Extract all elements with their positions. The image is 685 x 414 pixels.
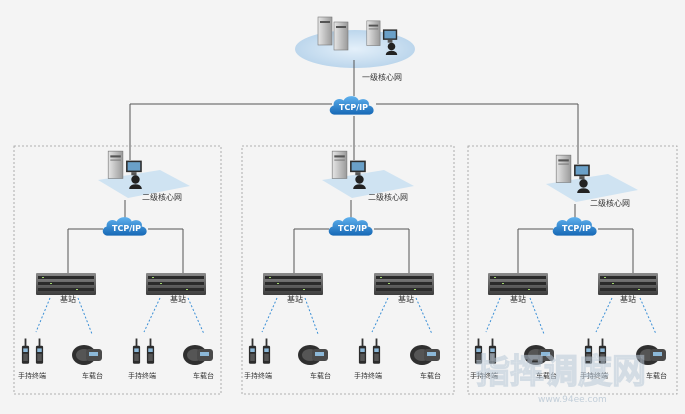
handheld-label: 手持终端 <box>470 371 498 380</box>
handheld-radio-icon <box>358 338 367 364</box>
vehicle-label: 车载台 <box>82 371 103 380</box>
region-cloud-label: TCP/IP <box>562 224 591 233</box>
vehicle-radio-icon <box>183 345 213 365</box>
handheld-label: 手持终端 <box>354 371 382 380</box>
base-station-icon <box>374 273 434 295</box>
base-station-icon <box>598 273 658 295</box>
base-station-icon <box>36 273 96 295</box>
base-station-icon <box>488 273 548 295</box>
handheld-radio-icon <box>35 338 44 364</box>
handheld-radio-icon <box>372 338 381 364</box>
base-station-label: 基站 <box>620 294 636 304</box>
secondary-core-label: 二级核心网 <box>368 192 408 202</box>
region-1: 二级核心网 TCP/IP 基站 基站 手持终端 车载台 手持终端 车载台 <box>18 150 214 380</box>
handheld-label: 手持终端 <box>18 371 46 380</box>
watermark: 指挥调度网 www.94ee.com <box>475 351 646 405</box>
base-station-icon <box>263 273 323 295</box>
handheld-label: 手持终端 <box>128 371 156 380</box>
vehicle-label: 车载台 <box>193 371 214 380</box>
vehicle-label: 车载台 <box>536 371 557 380</box>
region-3: 二级核心网 TCP/IP 基站 基站 手持终端 车载台 手持终端 车载台 <box>470 154 667 380</box>
secondary-core-label: 二级核心网 <box>142 192 182 202</box>
secondary-core-label: 二级核心网 <box>590 198 630 208</box>
base-station-label: 基站 <box>287 294 303 304</box>
core-cloud-label: TCP/IP <box>339 103 368 112</box>
handheld-radio-icon <box>146 338 155 364</box>
base-station-icon <box>146 273 206 295</box>
region-cloud-label: TCP/IP <box>112 224 141 233</box>
vehicle-radio-icon <box>72 345 102 365</box>
handheld-radio-icon <box>21 338 30 364</box>
vehicle-label: 车载台 <box>420 371 441 380</box>
region-box-1 <box>13 145 222 395</box>
handheld-label: 手持终端 <box>244 371 272 380</box>
base-station-label: 基站 <box>60 294 76 304</box>
core-servers <box>317 16 398 56</box>
watermark-text: 指挥调度网 <box>476 352 646 392</box>
base-station-label: 基站 <box>398 294 414 304</box>
base-station-label: 基站 <box>170 294 186 304</box>
vehicle-label: 车载台 <box>646 371 667 380</box>
core-network-label: 一级核心网 <box>362 72 402 82</box>
vehicle-radio-icon <box>298 345 328 365</box>
region-cloud-label: TCP/IP <box>338 224 367 233</box>
region-box-3 <box>467 145 678 395</box>
core-cloud: TCP/IP <box>329 96 374 115</box>
handheld-radio-icon <box>132 338 141 364</box>
handheld-radio-icon <box>248 338 257 364</box>
handheld-label: 手持终端 <box>580 371 608 380</box>
watermark-url: www.94ee.com <box>538 395 607 405</box>
base-station-label: 基站 <box>510 294 526 304</box>
region-box-2 <box>241 145 455 395</box>
vehicle-label: 车载台 <box>310 371 331 380</box>
region-2: 二级核心网 TCP/IP 基站 基站 手持终端 车载台 手持终端 车载台 <box>244 150 441 380</box>
handheld-radio-icon <box>262 338 271 364</box>
vehicle-radio-icon <box>410 345 440 365</box>
